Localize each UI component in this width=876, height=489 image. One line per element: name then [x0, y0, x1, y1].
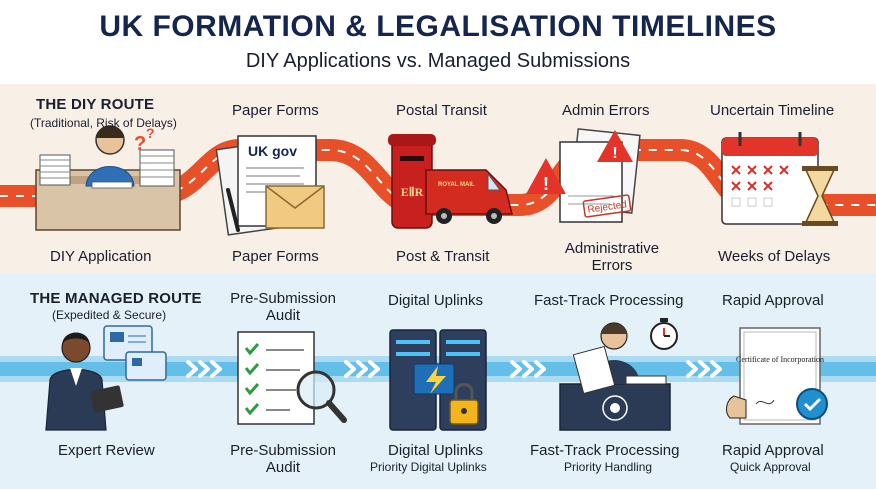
managed-route-title: THE MANAGED ROUTE	[30, 290, 202, 307]
calendar-delays-icon	[721, 132, 838, 226]
managed-caption-pre-submission-audit: Pre-Submission Audit	[230, 442, 336, 476]
diy-step-header-postal-transit: Postal Transit	[396, 102, 487, 119]
diy-route-subtitle: (Traditional, Risk of Delays)	[30, 116, 177, 130]
certificate-icon: Certificate of Incorporation	[726, 327, 828, 425]
managed-step-header-digital-uplinks: Digital Uplinks	[388, 292, 484, 309]
page-title: UK FORMATION & LEGALISATION TIMELINES	[99, 10, 777, 43]
managed-caption-digital-uplinks: Digital Uplinks	[388, 442, 484, 459]
managed-caption-rapid-approval: Rapid Approval	[722, 442, 824, 459]
managed-caption-expert-review: Expert Review	[58, 442, 155, 459]
postbox-icon: EⅡR	[388, 134, 436, 229]
managed-step-header-rapid-approval: Rapid Approval	[722, 292, 824, 309]
header: UK FORMATION & LEGALISATION TIMELINES DI…	[0, 0, 876, 84]
diy-step-header-uncertain-timeline: Uncertain Timeline	[710, 102, 835, 119]
diy-caption-weeks-of-delays: Weeks of Delays	[718, 248, 831, 265]
managed-step-header-pre-submission-audit: Pre-Submission Audit	[230, 290, 336, 324]
svg-text:?: ?	[146, 125, 155, 141]
svg-text:Certificate of Incorporation: Certificate of Incorporation	[736, 355, 824, 364]
diy-caption-diy-application: DIY Application	[50, 248, 152, 265]
managed-caption-fast-track-processing-sub: Priority Handling	[564, 460, 653, 474]
svg-text:Rejected: Rejected	[587, 199, 628, 215]
managed-caption-digital-uplinks-sub: Priority Digital Uplinks	[370, 460, 487, 474]
svg-text:ROYAL MAIL: ROYAL MAIL	[438, 182, 475, 188]
stressed-person-icon: ? ?	[35, 125, 181, 231]
fast-track-officer-icon	[559, 318, 678, 431]
svg-text:UK gov: UK gov	[248, 143, 297, 159]
admin-errors-icon: ! ! Rejected	[526, 128, 641, 223]
secure-server-icon	[389, 329, 487, 431]
svg-text:!: !	[612, 145, 617, 162]
diy-step-header-admin-errors: Admin Errors	[562, 102, 650, 119]
svg-text:?: ?	[134, 133, 146, 155]
svg-text:EⅡR: EⅡR	[401, 185, 424, 199]
diy-step-header-paper-forms: Paper Forms	[232, 102, 319, 119]
paper-forms-icon: UK gov	[215, 135, 325, 236]
managed-step-header-fast-track-processing: Fast-Track Processing	[534, 292, 684, 309]
svg-text:!: !	[543, 174, 549, 194]
diy-caption-administrative-errors: Administrative Errors	[564, 240, 660, 274]
diy-route-title: THE DIY ROUTE	[36, 96, 155, 113]
diy-caption-post-transit: Post & Transit	[396, 248, 490, 265]
managed-caption-fast-track-processing: Fast-Track Processing	[530, 442, 680, 459]
managed-caption-rapid-approval-sub: Quick Approval	[730, 460, 811, 474]
page-subtitle: DIY Applications vs. Managed Submissions	[245, 50, 631, 72]
audit-checklist-icon	[237, 331, 347, 425]
managed-route-subtitle: (Expedited & Secure)	[52, 308, 167, 322]
expert-reviewer-icon	[45, 325, 167, 431]
royal-mail-van-icon: ROYAL MAIL	[425, 169, 513, 224]
diy-caption-paper-forms: Paper Forms	[232, 248, 319, 265]
